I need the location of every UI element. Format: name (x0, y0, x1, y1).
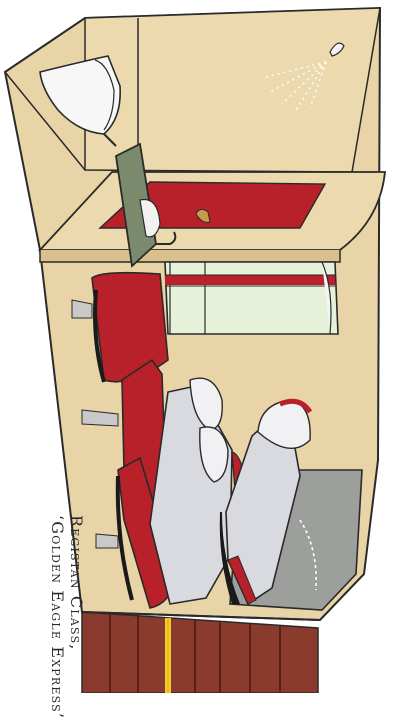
window (165, 262, 338, 334)
caption-line-2: ‘Golden Eagle Express’ (48, 515, 67, 719)
ceiling-panel (85, 8, 380, 172)
caption-line-1: Registan Class, (67, 515, 86, 719)
wood-floor-strip (82, 612, 318, 693)
